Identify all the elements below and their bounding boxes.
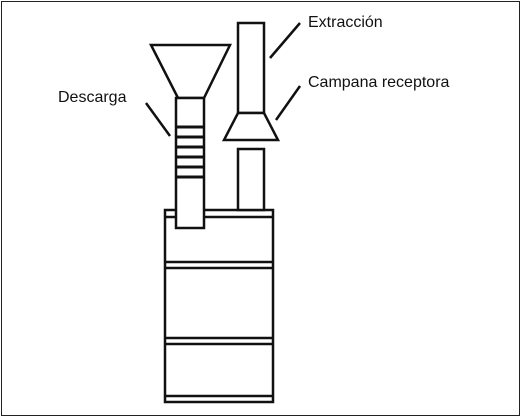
lower-duct	[236, 147, 266, 212]
extraccion-label: Extracción	[308, 14, 383, 31]
descarga-leader	[144, 102, 172, 137]
receiving-hood	[221, 111, 281, 142]
descarga-label: Descarga	[58, 89, 127, 106]
extraccion-leader	[269, 22, 301, 59]
drum-body	[163, 208, 275, 404]
extraction-duct	[236, 21, 266, 115]
campana-receptora-label: Campana receptora	[308, 74, 450, 91]
discharge-tube	[174, 96, 206, 230]
hose-rings	[176, 125, 204, 179]
campana-leader	[274, 85, 302, 121]
discharge-funnel	[148, 43, 233, 100]
